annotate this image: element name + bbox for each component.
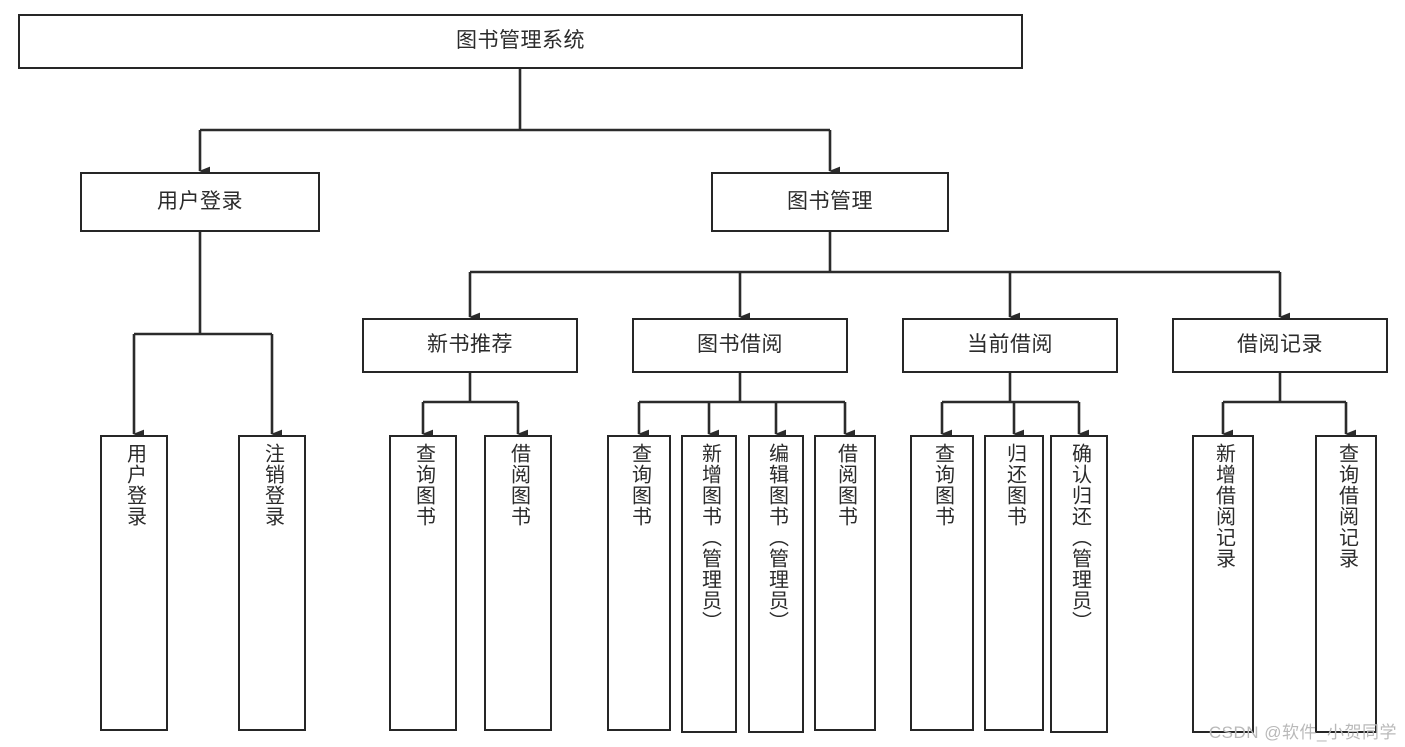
node-label: 新增图书（管理员） (698, 443, 721, 632)
node-label: 查询图书 (412, 443, 435, 527)
node-label: 用户登录 (123, 443, 146, 527)
node-root[interactable]: 图书管理系统 (18, 14, 1023, 69)
node-label: 查询图书 (931, 443, 954, 527)
node-user-login[interactable]: 用户登录 (80, 172, 320, 232)
node-leaf-borrow-book-brw[interactable]: 借阅图书 (814, 435, 876, 731)
node-book-borrow[interactable]: 图书借阅 (632, 318, 848, 373)
node-label: 编辑图书（管理员） (765, 443, 788, 632)
node-label: 图书管理系统 (456, 29, 585, 53)
connector-lines (132, 69, 1356, 439)
node-leaf-add-borrow-record[interactable]: 新增借阅记录 (1192, 435, 1254, 733)
node-leaf-logout[interactable]: 注销登录 (238, 435, 306, 731)
node-label: 查询图书 (628, 443, 651, 527)
node-label: 新增借阅记录 (1212, 443, 1235, 569)
node-label: 注销登录 (261, 443, 284, 527)
node-current-borrow[interactable]: 当前借阅 (902, 318, 1118, 373)
node-label: 确认归还（管理员） (1068, 443, 1091, 632)
node-leaf-return-book[interactable]: 归还图书 (984, 435, 1044, 731)
node-label: 图书借阅 (697, 333, 783, 357)
node-label: 查询借阅记录 (1335, 443, 1358, 569)
node-label: 用户登录 (157, 189, 243, 213)
node-new-book-recommend[interactable]: 新书推荐 (362, 318, 578, 373)
node-leaf-borrow-book-rec[interactable]: 借阅图书 (484, 435, 552, 731)
node-label: 借阅记录 (1237, 333, 1323, 357)
node-leaf-query-borrow-record[interactable]: 查询借阅记录 (1315, 435, 1377, 733)
watermark: CSDN @软件_小贺同学 (1208, 723, 1397, 742)
node-borrow-record[interactable]: 借阅记录 (1172, 318, 1388, 373)
node-leaf-confirm-return-admin[interactable]: 确认归还（管理员） (1050, 435, 1108, 733)
node-leaf-query-book-cur[interactable]: 查询图书 (910, 435, 974, 731)
node-leaf-user-login[interactable]: 用户登录 (100, 435, 168, 731)
node-leaf-query-book-brw[interactable]: 查询图书 (607, 435, 671, 731)
node-leaf-add-book-admin[interactable]: 新增图书（管理员） (681, 435, 737, 733)
node-label: 借阅图书 (834, 443, 857, 527)
node-leaf-query-book-rec[interactable]: 查询图书 (389, 435, 457, 731)
node-label: 归还图书 (1003, 443, 1026, 527)
node-leaf-edit-book-admin[interactable]: 编辑图书（管理员） (748, 435, 804, 733)
node-label: 新书推荐 (427, 333, 513, 357)
node-label: 图书管理 (787, 189, 873, 213)
node-book-manage[interactable]: 图书管理 (711, 172, 949, 232)
node-label: 借阅图书 (507, 443, 530, 527)
node-label: 当前借阅 (967, 333, 1053, 357)
